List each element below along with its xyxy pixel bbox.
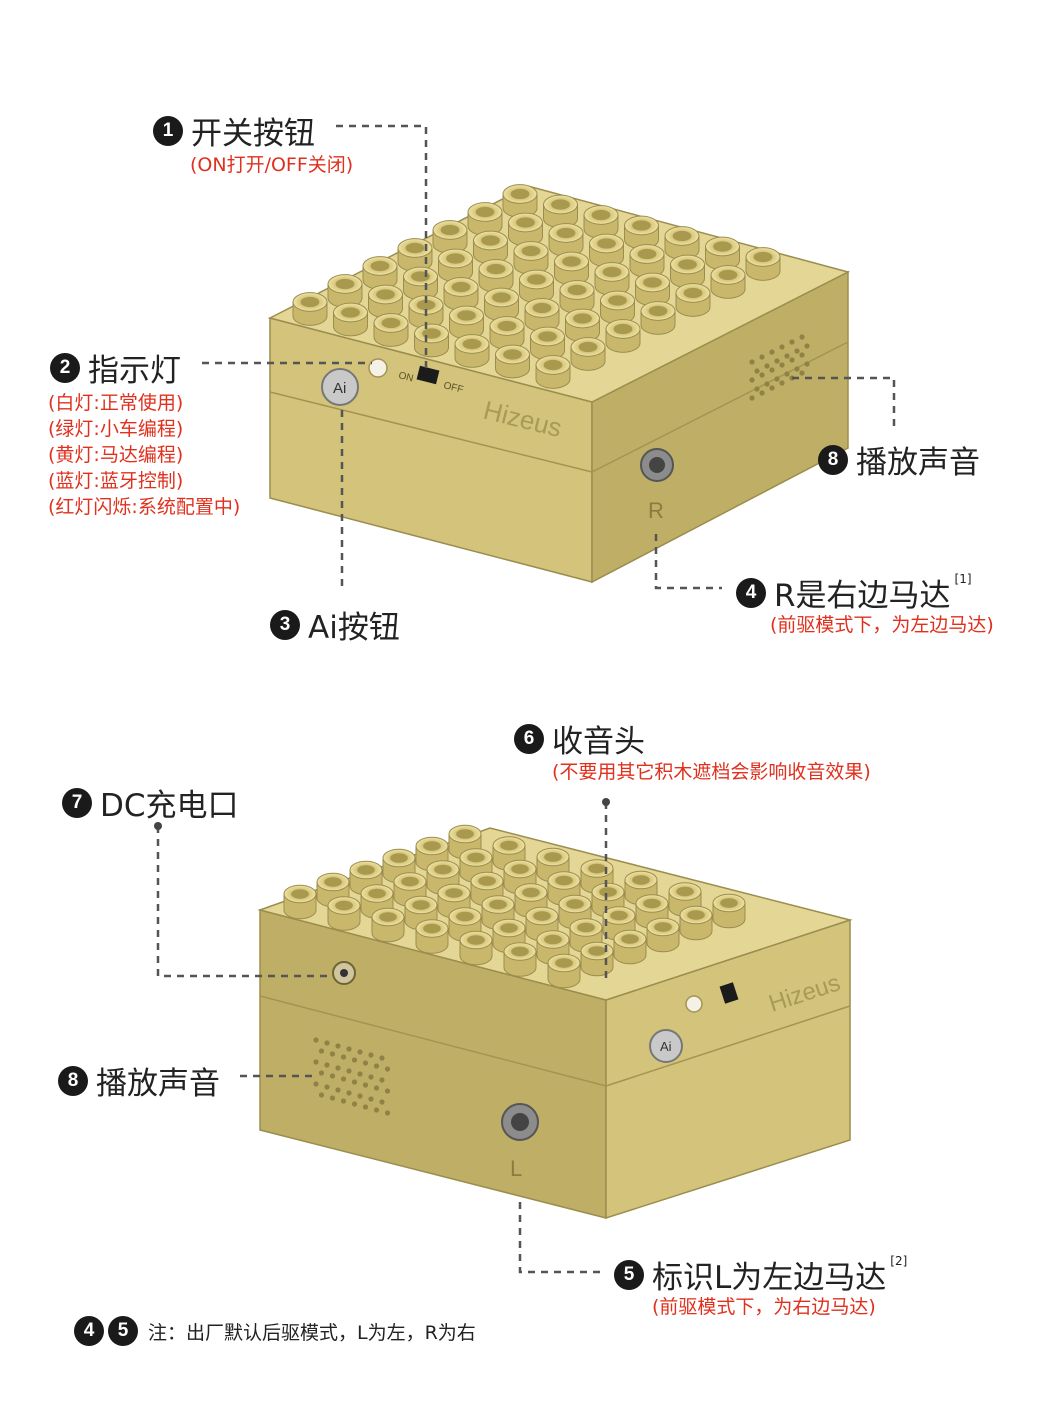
callout-title: 开关按钮 — [191, 116, 315, 152]
callout-number-badge: 2 — [50, 352, 80, 383]
top-device: ON OFF Ai Hizeus R — [267, 184, 851, 584]
indicator-color-item: (蓝灯:蓝牙控制) — [48, 470, 184, 492]
leader-lines — [156, 124, 896, 1274]
callout-title: 标识L为左边马达 — [652, 1260, 887, 1296]
ai-button-icon[interactable] — [321, 368, 359, 406]
callout-indicator-light: 2 指示灯 — [50, 345, 181, 390]
footnote-marker: [2] — [890, 1254, 908, 1268]
right-port-label: R — [648, 498, 664, 523]
callout-microphone: 6 收音头 — [514, 716, 645, 761]
callout-ai-button: 3 Ai按钮 — [270, 602, 400, 647]
callout-speaker-top: 8 播放声音 — [818, 437, 980, 482]
footnote-marker: [1] — [954, 572, 972, 586]
callout-number-badge: 1 — [153, 115, 183, 146]
note-number-badge: 4 — [74, 1316, 104, 1346]
callout-speaker-bottom: 8 播放声音 — [58, 1058, 220, 1103]
indicator-light-icon-2 — [685, 995, 703, 1013]
callout-power-switch: 1 开关按钮 — [153, 108, 315, 153]
switch-off-label: OFF — [442, 380, 464, 396]
callout-title: 收音头 — [552, 724, 645, 760]
note-number-badge: 5 — [108, 1316, 138, 1346]
callout-title: 播放声音 — [96, 1066, 220, 1102]
indicator-color-list: (白灯:正常使用) (绿灯:小车编程) (黄灯:马达编程) (蓝灯:蓝牙控制) … — [48, 390, 240, 520]
indicator-color-item: (绿灯:小车编程) — [48, 418, 184, 440]
power-switch-icon-2[interactable] — [719, 982, 739, 1004]
indicator-light-icon — [368, 358, 388, 378]
callout-title: 播放声音 — [856, 445, 980, 481]
callout-subtitle: (前驱模式下，为左边马达) — [770, 614, 994, 636]
footnote: 4 5 注：出厂默认后驱模式，L为左，R为右 — [74, 1316, 476, 1346]
callout-left-motor: 5 标识L为左边马达 [2] — [614, 1252, 907, 1297]
ai-button-icon-2[interactable] — [649, 1029, 683, 1063]
bottom-device: L Ai Hizeus — [257, 824, 853, 1220]
ai-button-text: Ai — [333, 380, 346, 397]
callout-number-badge: 4 — [736, 577, 766, 608]
callout-title: 指示灯 — [88, 353, 181, 389]
callout-title: Ai按钮 — [308, 610, 400, 646]
callout-title: R是右边马达 — [774, 578, 951, 614]
callout-subtitle: (ON打开/OFF关闭) — [190, 154, 354, 176]
callout-number-badge: 3 — [270, 609, 300, 640]
callout-number-badge: 6 — [514, 723, 544, 754]
callout-right-motor: 4 R是右边马达 [1] — [736, 570, 972, 615]
indicator-color-item: (白灯:正常使用) — [48, 392, 184, 414]
switch-on-label: ON — [397, 370, 414, 384]
left-port-label: L — [510, 1156, 522, 1181]
callout-number-badge: 7 — [62, 787, 92, 818]
indicator-color-item: (红灯闪烁:系统配置中) — [48, 496, 241, 518]
leader-dots — [154, 798, 610, 830]
callout-dc-port: 7 DC充电口 — [62, 780, 239, 825]
callout-subtitle: (前驱模式下，为右边马达) — [652, 1296, 876, 1318]
indicator-color-item: (黄灯:马达编程) — [48, 444, 184, 466]
note-text: 注：出厂默认后驱模式，L为左，R为右 — [148, 1321, 476, 1344]
ai-button-text-2: Ai — [660, 1039, 672, 1054]
callout-title: DC充电口 — [100, 788, 239, 824]
callout-number-badge: 5 — [614, 1259, 644, 1290]
power-switch-icon[interactable] — [416, 365, 440, 385]
callout-subtitle: (不要用其它积木遮档会影响收音效果) — [552, 761, 871, 783]
callout-number-badge: 8 — [818, 444, 848, 475]
callout-number-badge: 8 — [58, 1065, 88, 1096]
